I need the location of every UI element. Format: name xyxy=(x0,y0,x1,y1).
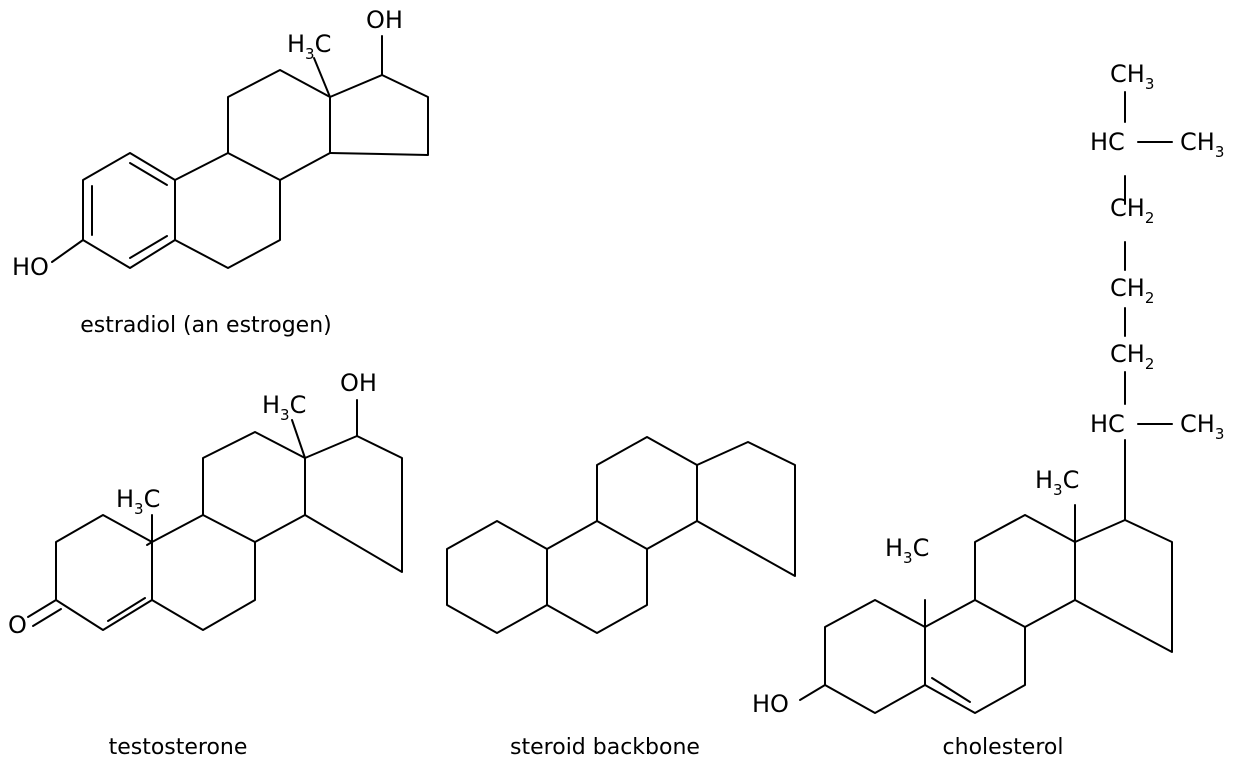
testosterone-caption: testosterone xyxy=(109,735,248,760)
estradiol-methyl-label: H3C xyxy=(287,30,331,63)
cholesterol-ring-b xyxy=(924,599,1026,714)
testosterone-methyl-left-label: H3C xyxy=(116,485,160,518)
cholesterol-ring-d xyxy=(1074,519,1173,653)
testosterone-ring-b xyxy=(151,514,256,631)
estradiol-structure: H3C OH HO estradiol (an estrogen) xyxy=(12,6,429,338)
cholesterol-chain-group: CH3 xyxy=(1180,128,1224,161)
cholesterol-chain-group: CH3 xyxy=(1110,60,1154,93)
cholesterol-ho-label: HO xyxy=(752,690,789,718)
testosterone-ketone-bond xyxy=(27,599,57,618)
cholesterol-methyl-top-label: H3C xyxy=(1035,466,1079,499)
testosterone-ketone-label: O xyxy=(8,611,27,639)
testosterone-structure: H3C OH H3C O testosterone xyxy=(8,369,403,760)
estradiol-ring-b xyxy=(174,152,281,269)
estradiol-ho-bond xyxy=(51,239,84,263)
cholesterol-structure: H3C H3C HO CH3 HC CH3 CH2 CH2 CH2 HC CH3… xyxy=(752,60,1224,760)
testosterone-ring-a-double-bond xyxy=(107,597,146,622)
cholesterol-ring-a xyxy=(824,599,926,714)
backbone-ring-a xyxy=(446,520,548,634)
cholesterol-chain-group: HC xyxy=(1090,128,1125,156)
testosterone-methyl-top-label: H3C xyxy=(262,391,306,424)
estradiol-caption: estradiol (an estrogen) xyxy=(80,313,331,338)
testosterone-ring-a xyxy=(55,514,153,631)
backbone-ring-b xyxy=(546,520,648,634)
backbone-structure: steroid backbone xyxy=(446,436,796,760)
cholesterol-chain-group: CH3 xyxy=(1180,410,1224,443)
cholesterol-methyl-left-label: H3C xyxy=(885,534,929,567)
estradiol-ring-c xyxy=(227,69,331,181)
backbone-ring-d xyxy=(696,441,796,577)
cholesterol-ho-bond xyxy=(799,684,826,701)
estradiol-ring-a-double-bond xyxy=(129,162,168,186)
estradiol-ring-d xyxy=(329,74,429,156)
cholesterol-chain-group: CH2 xyxy=(1110,194,1154,227)
cholesterol-chain-group: CH2 xyxy=(1110,340,1154,373)
testosterone-ring-c xyxy=(202,431,306,543)
estradiol-ring-a-double-bond xyxy=(129,235,168,259)
cholesterol-ring-b-double-bond xyxy=(931,677,971,703)
cholesterol-ring-c xyxy=(974,514,1076,628)
cholesterol-chain-group: HC xyxy=(1090,410,1125,438)
backbone-ring-c xyxy=(596,436,698,550)
backbone-caption: steroid backbone xyxy=(510,735,700,760)
cholesterol-caption: cholesterol xyxy=(943,735,1064,760)
testosterone-methyl-top-bond xyxy=(291,419,306,459)
testosterone-hydroxyl-label: OH xyxy=(340,369,377,397)
estradiol-methyl-bond xyxy=(313,57,331,98)
estradiol-hydroxyl-label: OH xyxy=(366,6,403,34)
testosterone-ketone-bond xyxy=(32,608,62,627)
estradiol-ho-label: HO xyxy=(12,253,49,281)
estradiol-ring-a xyxy=(82,152,176,269)
cholesterol-chain-group: CH2 xyxy=(1110,274,1154,307)
testosterone-ring-d xyxy=(304,435,403,573)
